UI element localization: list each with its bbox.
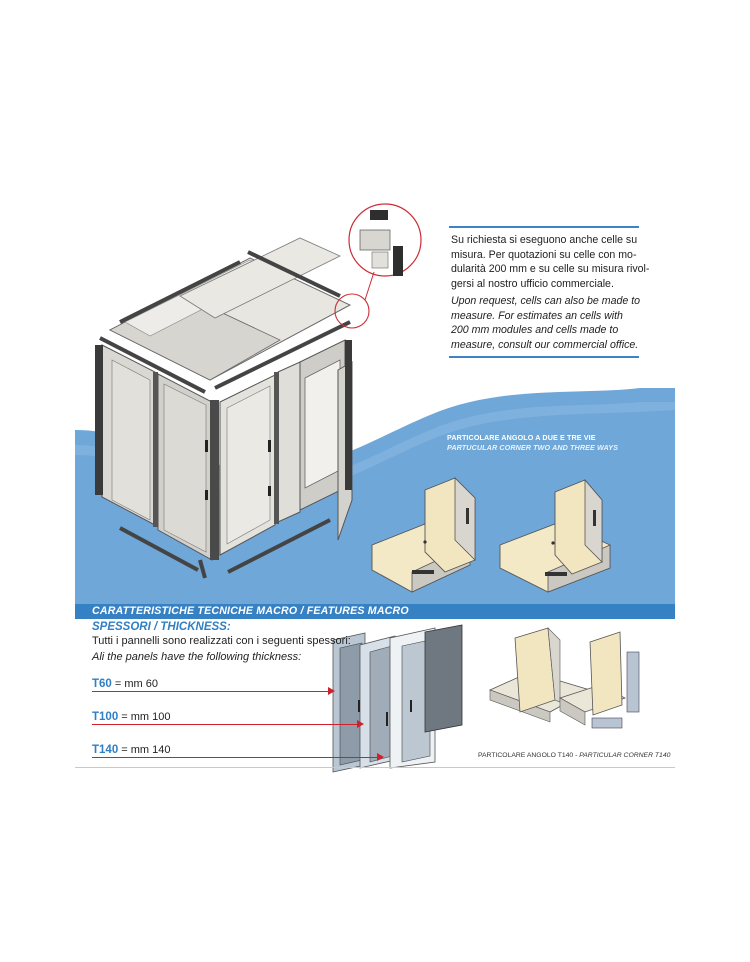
thickness-value: = mm 60	[111, 678, 158, 690]
description-it-line: gersi al nostro ufficio commerciale.	[451, 277, 614, 290]
thickness-text-en: Ali the panels have the following thickn…	[92, 651, 302, 663]
thickness-panels-illustration	[332, 624, 463, 773]
arrow-head-t100	[357, 720, 364, 728]
thickness-title: SPESSORI / THICKNESS:	[92, 621, 231, 633]
thickness-text-it: Tutti i pannelli sono realizzati con i s…	[92, 635, 351, 647]
thickness-value: = mm 100	[118, 711, 171, 723]
thickness-row-t100: T100 = mm 100	[92, 710, 171, 724]
t140-caption-it: PARTICOLARE ANGOLO T140 -	[478, 752, 580, 759]
corner-caption-it: PARTICOLARE ANGOLO A DUE E TRE VIE	[447, 433, 596, 442]
corner-caption-en: PARTUCULAR CORNER TWO AND THREE WAYS	[447, 443, 619, 452]
description-it-line: dularità 200 mm e su celle su misura riv…	[451, 263, 650, 275]
t140-caption-en: PARTICULAR CORNER T140	[579, 752, 671, 759]
corner-detail-two-ways	[371, 477, 476, 593]
magnifier-detail	[334, 203, 422, 329]
t140-corner-illustration	[488, 627, 640, 729]
description-it-line: misura. Per quotazioni su celle con mo-	[451, 248, 637, 261]
description-en-line: 200 mm modules and cells made to	[451, 324, 619, 336]
thickness-row-t140: T140 = mm 140	[92, 743, 171, 757]
description-en-line: measure. For estimates an cells with	[451, 309, 623, 322]
description-en-line: Upon request, cells can also be made to	[451, 295, 641, 307]
description-english: Upon request, cells can also be made to …	[451, 294, 651, 352]
description-top-rule	[449, 226, 639, 228]
description-italian: Su richiesta si eseguono anche celle su …	[451, 233, 651, 291]
thickness-code: T140	[92, 744, 119, 756]
t140-caption: PARTICOLARE ANGOLO T140 - PARTICULAR COR…	[478, 751, 670, 760]
description-bottom-rule	[449, 356, 639, 358]
corner-detail-three-ways	[499, 478, 611, 593]
thickness-value: = mm 140	[118, 744, 171, 756]
arrow-line-t100	[92, 724, 357, 726]
arrow-head-t140	[377, 753, 384, 761]
bottom-divider	[75, 767, 675, 768]
description-it-line: Su richiesta si eseguono anche celle su	[451, 234, 638, 246]
arrow-line-t60	[92, 691, 328, 693]
features-band-title: CARATTERISTICHE TECNICHE MACRO / FEATURE…	[92, 605, 409, 617]
description-en-line: measure, consult our commercial office.	[451, 338, 639, 351]
thickness-code: T60	[92, 678, 112, 690]
thickness-row-t60: T60 = mm 60	[92, 677, 158, 691]
arrow-head-t60	[328, 687, 335, 695]
arrow-line-t140	[92, 757, 377, 759]
corner-caption: PARTICOLARE ANGOLO A DUE E TRE VIE PARTU…	[447, 433, 618, 453]
features-band	[75, 604, 675, 619]
cold-room-drawing	[95, 237, 353, 579]
thickness-code: T100	[92, 711, 119, 723]
